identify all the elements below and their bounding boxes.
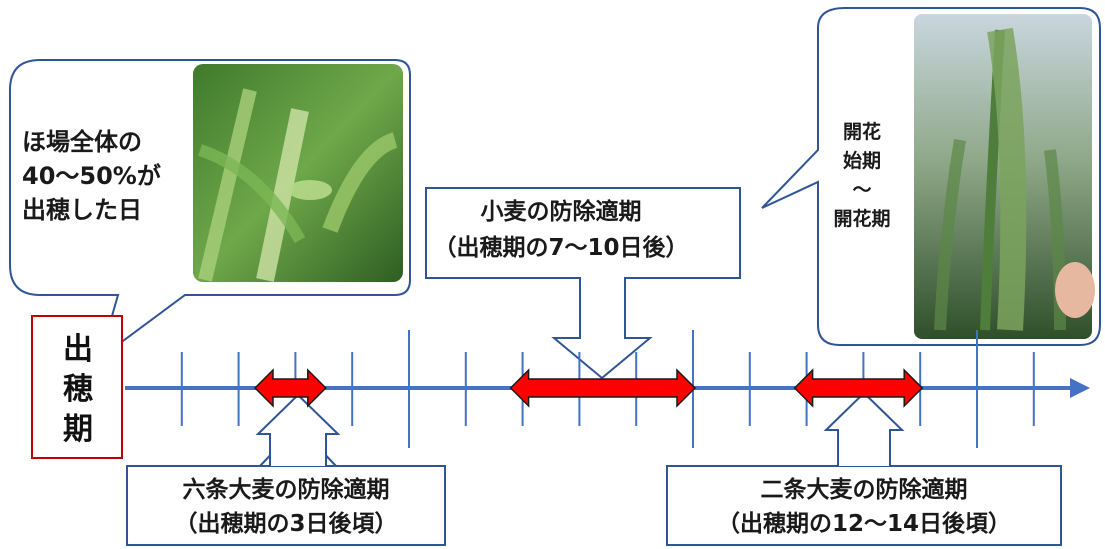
six-row-barley-range-arrow	[253, 368, 327, 408]
control-period-arrows	[253, 368, 924, 408]
wheat-period-title: 小麦の防除適期	[480, 199, 642, 225]
heading-definition-text: ほ場全体の 40～50%が 出穂した日	[22, 128, 161, 224]
two-row-barley-period-range: （出穂期の12～14日後頃）	[716, 511, 1011, 537]
wheat-period-range: （出穂期の7～10日後）	[433, 235, 689, 261]
two-row-barley-period-box	[666, 465, 1062, 546]
two-row-barley-range-arrow	[793, 368, 924, 408]
six-row-barley-period-range: （出穂期の3日後頃）	[174, 511, 398, 537]
wheat-range-arrow	[509, 368, 697, 408]
heading-period-label: 出 穂 期	[63, 332, 93, 447]
seedling-photo	[193, 64, 403, 282]
six-row-barley-pointer-arrow	[255, 393, 341, 466]
heading-period-box	[31, 315, 123, 459]
axis-arrowhead	[1070, 378, 1090, 398]
six-row-barley-period-title: 六条大麦の防除適期	[182, 477, 390, 503]
two-row-barley-pointer-arrow	[823, 391, 905, 466]
wheat-period-box	[425, 187, 741, 380]
two-row-barley-period-title: 二条大麦の防除適期	[760, 477, 968, 503]
wheat-ear-photo	[914, 14, 1095, 339]
flowering-period-text: 開花 始期 ～ 開花期	[833, 121, 891, 230]
